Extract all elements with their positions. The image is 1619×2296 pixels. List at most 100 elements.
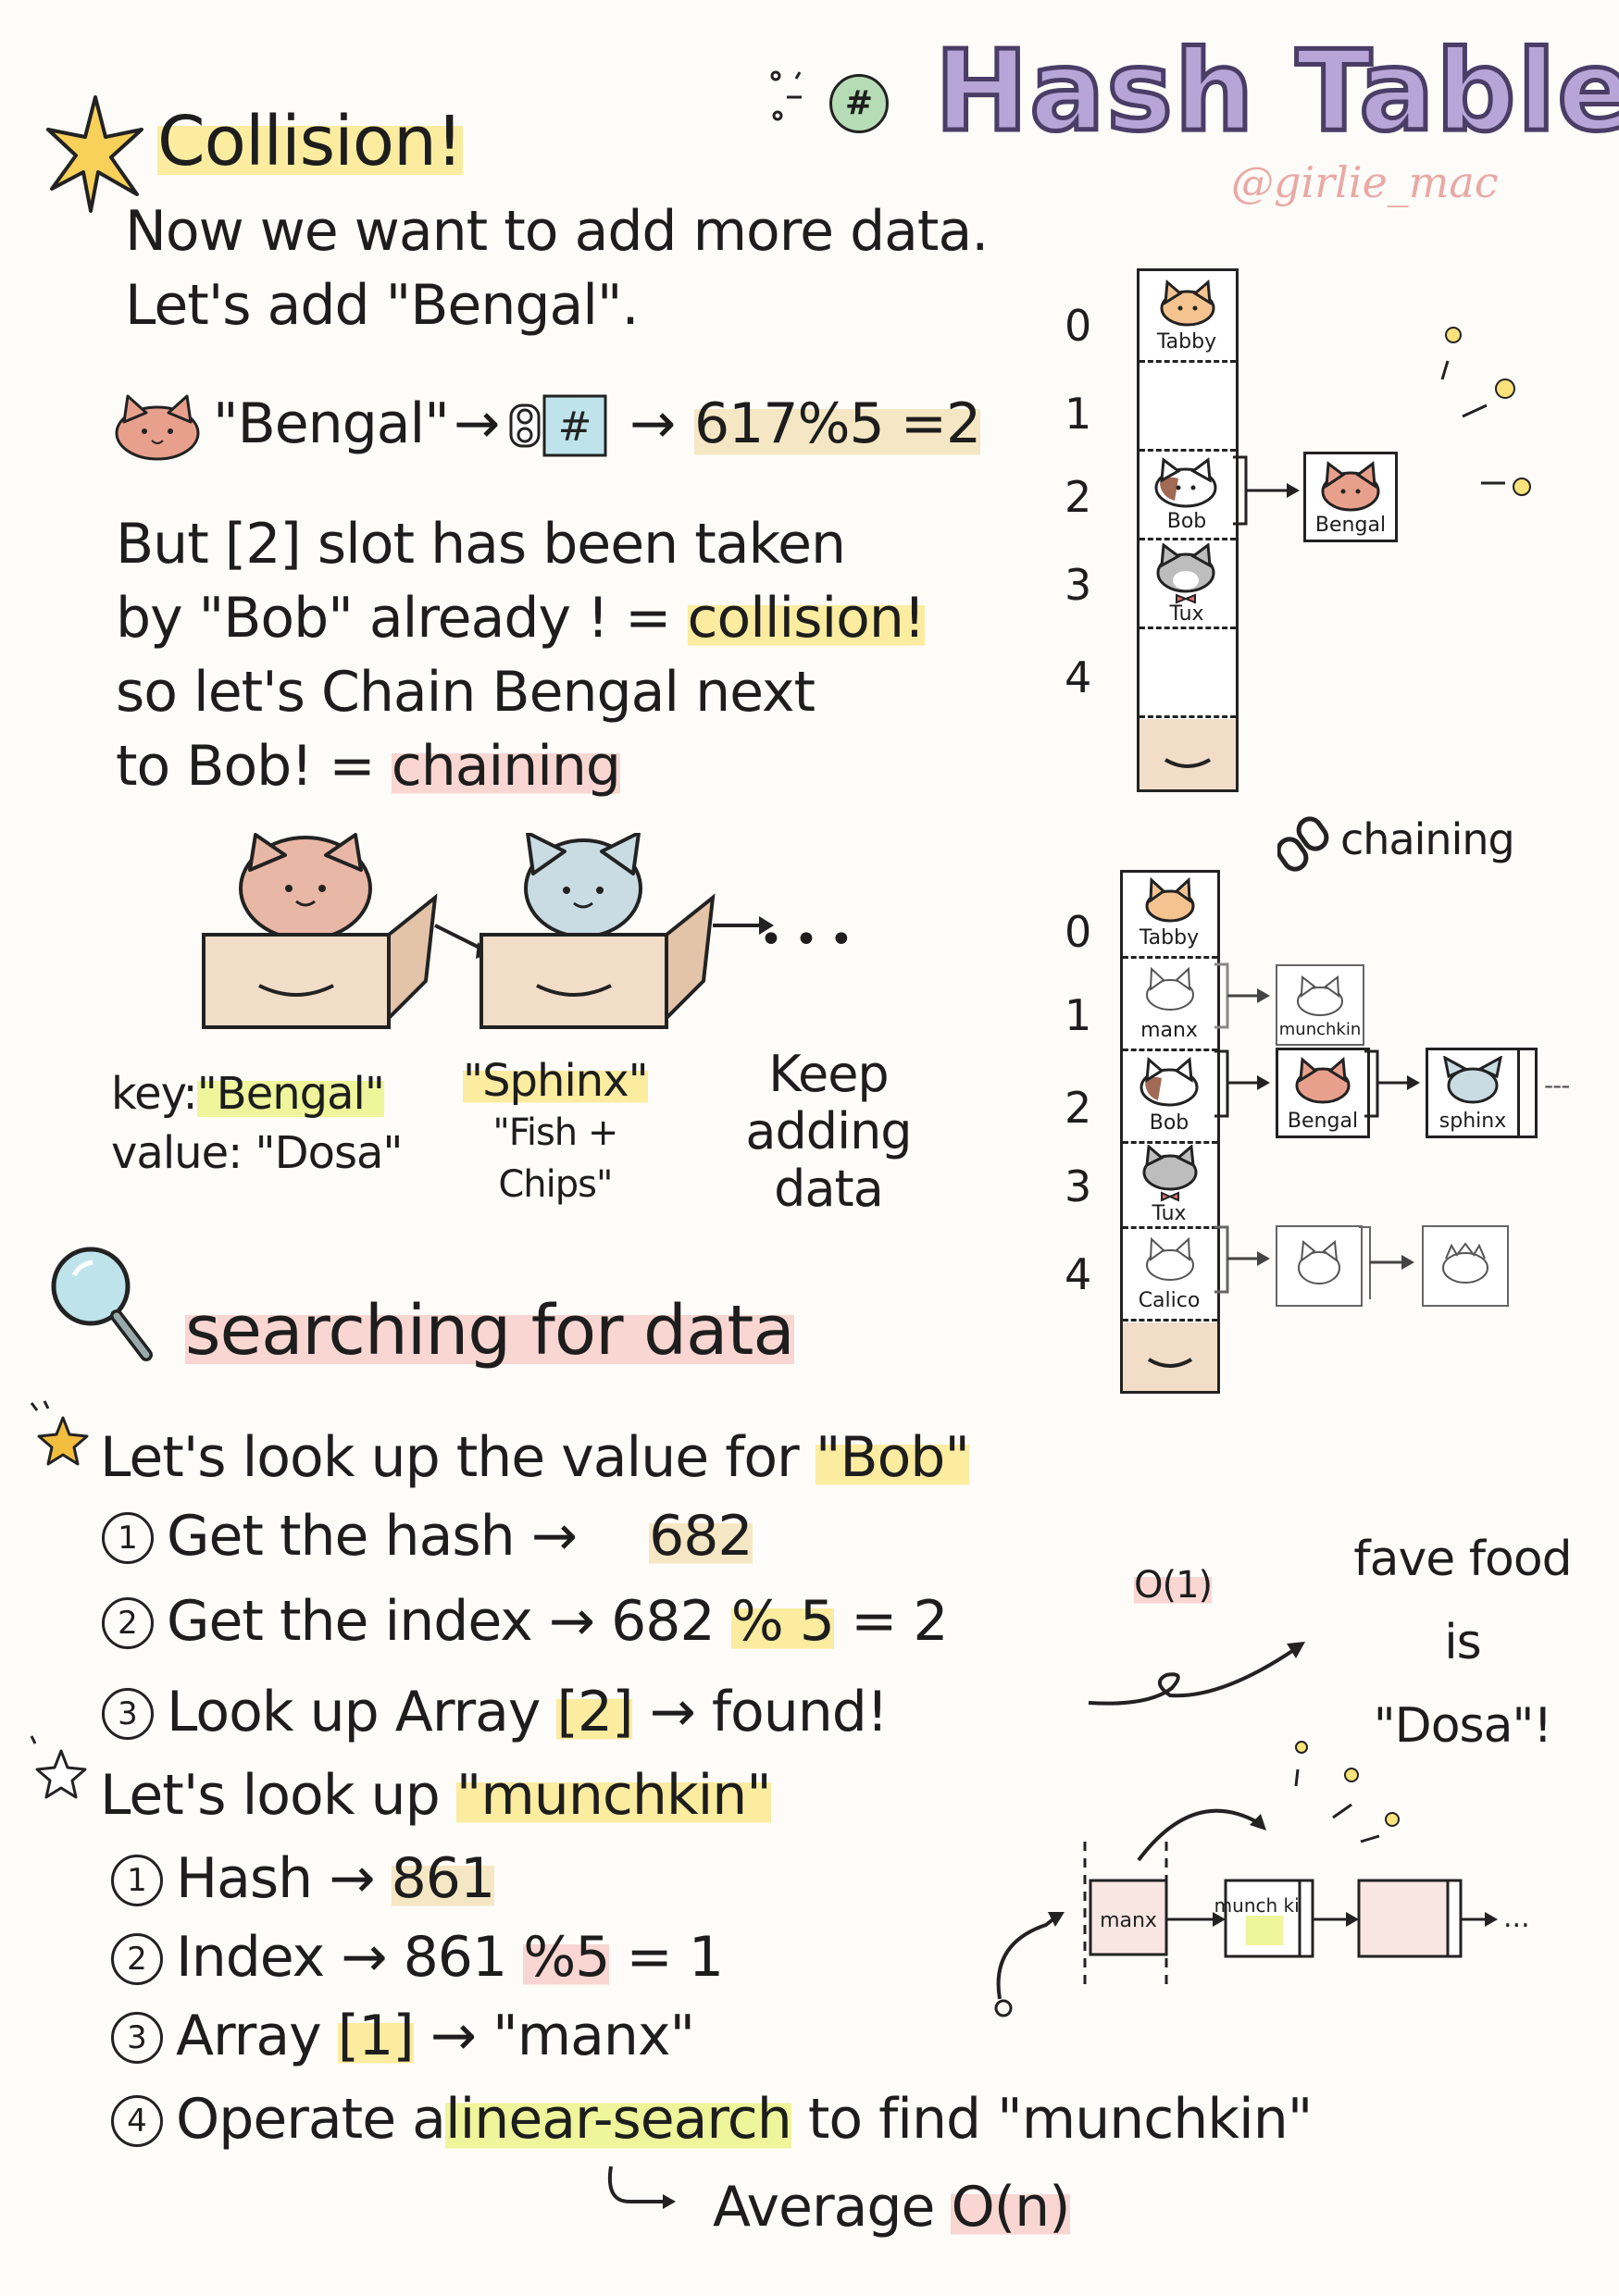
cat-outline-icon: [1146, 966, 1194, 1011]
cat-icon: [1142, 1145, 1198, 1202]
sphinx-value-2: Chips": [498, 1163, 613, 1206]
ellipsis: • • •: [759, 916, 853, 963]
chain-line-2-text: to Bob! =: [116, 734, 376, 799]
step-3-post: → found!: [649, 1680, 889, 1744]
slot-label: Tux: [1152, 1202, 1187, 1225]
hash-function-icon: #: [509, 394, 607, 457]
index-1: 1: [1065, 990, 1091, 1040]
intro-line-1: Now we want to add more data.: [125, 199, 989, 264]
cat-icon: [1154, 457, 1217, 508]
fave-line-2: "Dosa"!: [1373, 1698, 1553, 1754]
chain-label: sphinx: [1438, 1110, 1507, 1133]
cat-icon: [1321, 461, 1380, 512]
chain-node-sphinx: sphinx: [1426, 1048, 1520, 1138]
step-number-badge: 1: [102, 1512, 154, 1564]
chain-line-2: to Bob! = chaining: [116, 729, 925, 803]
bob-mod: % 5: [730, 1589, 835, 1654]
sphinx-value-1: "Fish +: [492, 1111, 618, 1154]
eq-arrow-2: →: [629, 391, 676, 456]
index-4: 4: [1065, 1249, 1091, 1299]
keep-line-1: Keep: [768, 1045, 889, 1103]
big-o-linear: O(n): [951, 2175, 1071, 2240]
sphinx-box: [479, 833, 774, 1029]
m-step-4-text: Operate alinear-search to find "munchkin…: [176, 2082, 1313, 2156]
step-2-pre: Get the index → 682: [167, 1589, 716, 1654]
munchkin-lookup-text: Let's look up: [100, 1763, 441, 1828]
collision-explanation: But [2] slot has been taken by "Bob" alr…: [116, 507, 926, 803]
slot-label: Bob: [1149, 1111, 1189, 1135]
bob-array-index: [2]: [556, 1680, 633, 1744]
hash-equation: "Bengal" → # → 617%5 =2: [111, 379, 1018, 472]
cat-icon: [1443, 1056, 1502, 1104]
munchkin-lookup-heading: Let's look up "munchkin": [100, 1758, 772, 1832]
sphinx-kv: "Sphinx" "Fish + Chips": [463, 1055, 649, 1210]
chain-node-munchkin: munchkin: [1276, 964, 1364, 1046]
bengal-kv: key:"Bengal" value: "Dosa": [111, 1064, 403, 1183]
bob-key: "Bob": [815, 1425, 970, 1490]
linear-search-term: linear-search: [444, 2087, 792, 2152]
cat-icon: [1295, 1056, 1351, 1104]
keep-line-2: adding: [745, 1102, 912, 1160]
hash-table-2: chaining 0 1 2 3 4 Tabby manx: [1055, 805, 1611, 1397]
search-heading: searching for data: [185, 1291, 795, 1371]
step-number-badge: 3: [111, 2012, 163, 2064]
sparkle-dots-icon: [1440, 327, 1531, 496]
chain-arrow: [1364, 1049, 1420, 1118]
slot-label: Bob: [1166, 510, 1207, 533]
chain-node-bengal: Bengal: [1276, 1048, 1370, 1138]
chain-arrow: [1214, 962, 1270, 1029]
chain-arrow: [1214, 1049, 1270, 1118]
eq-arrow-1: →: [454, 391, 500, 456]
chain-arrow: [1214, 1225, 1270, 1294]
chained-label: Bengal: [1314, 514, 1387, 537]
chain-tail: [1516, 1048, 1538, 1138]
m-step-3-pre: Array: [176, 2004, 322, 2068]
chain-node-label: manx: [1100, 1909, 1157, 1932]
step-2-post: = 2: [851, 1589, 949, 1654]
slot-2: Bob: [1140, 449, 1236, 540]
bob-lookup-heading: Let's look up the value for "Bob": [100, 1421, 970, 1495]
chained-node-bengal: Bengal: [1303, 452, 1398, 542]
m-step-3-text: Array [1] → "manx": [176, 1999, 695, 2073]
chain-node-empty-1: [1276, 1225, 1363, 1307]
cat-outline-icon: [1442, 1242, 1488, 1284]
array-column: Tabby Bob Tux: [1137, 268, 1239, 792]
box-footer-icon: [1140, 719, 1236, 789]
big-o-constant: O(1): [1134, 1564, 1213, 1607]
average-label: Average: [713, 2175, 935, 2240]
slot-0: Tabby: [1123, 873, 1217, 959]
index-2: 2: [1065, 472, 1091, 522]
collision-term: collision!: [687, 586, 926, 651]
step-2-text: Get the index → 682 % 5 = 2: [167, 1584, 949, 1658]
bengal-box: [202, 833, 492, 1029]
chain-arrow: [1359, 1226, 1414, 1299]
step-3-text: Look up Array [2] → found!: [167, 1675, 889, 1749]
star-filled-icon: [30, 1400, 89, 1466]
bob-lookup-text: Let's look up the value for: [100, 1425, 800, 1490]
slot-0: Tabby: [1140, 271, 1236, 363]
chain-dots: ...: [1503, 1902, 1530, 1934]
slot-label: manx: [1140, 1019, 1198, 1042]
cat-outline-icon: [1146, 1236, 1194, 1281]
slot-label: Tabby: [1156, 330, 1217, 354]
cat-icon: [1156, 543, 1215, 604]
eq-result: 617%5 =2: [694, 387, 981, 461]
cat-outline-icon: [1298, 1240, 1340, 1285]
keep-line-3: data: [774, 1160, 884, 1218]
slot-3: Tux: [1123, 1141, 1217, 1229]
sparkle-dots-icon: [770, 70, 802, 121]
m-step-4-post: to find "munchkin": [807, 2087, 1313, 2152]
chaining-label: chaining: [1340, 814, 1515, 864]
step-number-badge: 4: [111, 2095, 163, 2147]
average-complexity: Average O(n): [713, 2170, 1071, 2244]
step-number-badge: 2: [102, 1597, 154, 1649]
m-step-1-pre: Hash →: [176, 1846, 376, 1911]
step-1-text: Get the hash → 682: [167, 1499, 753, 1573]
index-0: 0: [1065, 301, 1091, 351]
chain-label: Bengal: [1287, 1110, 1359, 1133]
slot-4: [1140, 627, 1236, 718]
step-number-badge: 3: [102, 1688, 154, 1740]
value-label: value:: [111, 1127, 243, 1179]
fave-line-1: fave food is: [1353, 1532, 1572, 1670]
cat-face-icon: [115, 394, 200, 461]
